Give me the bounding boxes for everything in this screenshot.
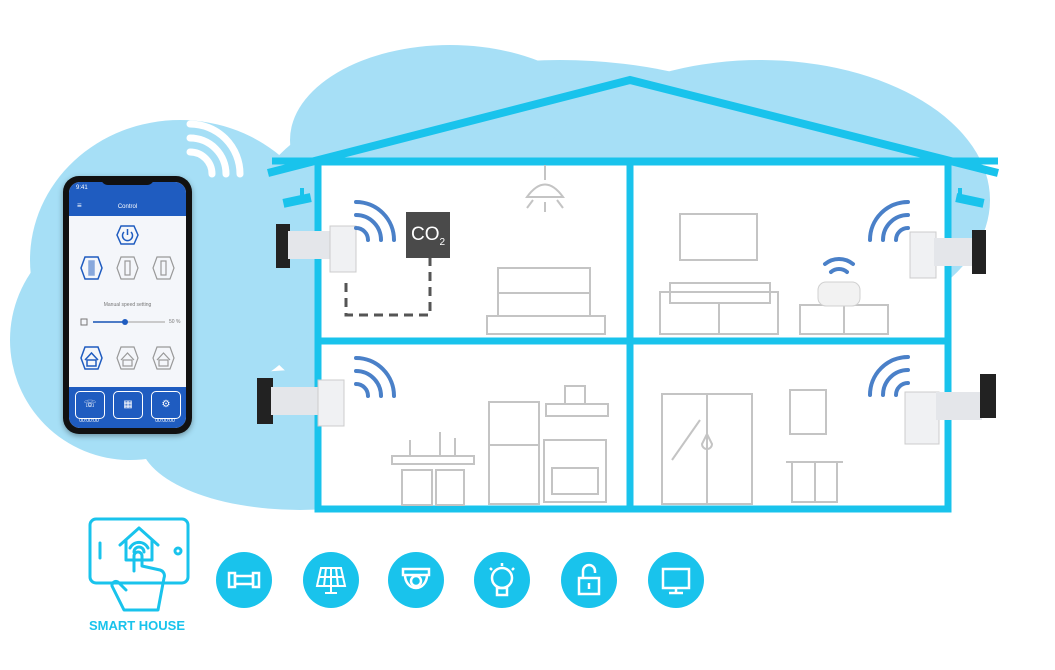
monitor-button (648, 552, 704, 608)
duct-fan-button (216, 552, 272, 608)
timer-button[interactable]: ☏ (75, 391, 105, 419)
ventilator-unit-living-room (909, 230, 986, 279)
smartphone: 9:41 ≡ Control (63, 176, 192, 434)
smart-lock-button (561, 552, 617, 608)
ventilator-unit-bedroom (276, 224, 357, 273)
co2-text: CO (410, 224, 440, 245)
app-header: 9:41 ≡ Control (69, 182, 186, 216)
ventilator-unit-bathroom (904, 374, 996, 445)
manual-speed-checkbox[interactable] (80, 318, 88, 326)
solar-panel-button (303, 552, 359, 608)
schedule-button[interactable]: ⚙ (151, 391, 181, 419)
smart-bulb-button (474, 552, 530, 608)
speed-2-button[interactable] (116, 256, 139, 280)
mode-night-button[interactable] (152, 346, 175, 370)
schedule-time: 00:00:00 (155, 418, 175, 424)
tv-icon (679, 213, 758, 261)
timer-time: 00:00:00 (79, 418, 99, 424)
speed-slider-thumb[interactable] (122, 319, 128, 325)
screen-title: Control (117, 204, 138, 210)
living-room-wifi-icon (868, 200, 910, 242)
co2-sensor: CO2 (406, 212, 450, 258)
status-time: 9:41 (76, 185, 88, 191)
schedule-settings-icon: ⚙ (161, 399, 171, 410)
phone-notch (101, 176, 154, 185)
ventilator-wifi-icons (354, 200, 910, 398)
fridge-icon (488, 401, 540, 505)
speed-1-button[interactable] (80, 256, 103, 280)
living-room (659, 213, 889, 335)
security-camera-button (388, 552, 444, 608)
sink-cabinet-icon (786, 461, 843, 503)
bedroom (486, 165, 606, 335)
mirror-icon (789, 389, 827, 435)
unlocked-padlock-icon (577, 563, 601, 596)
bedroom-wifi-icon (354, 200, 396, 242)
bathroom (661, 389, 843, 505)
bed-icon (486, 267, 606, 335)
wardrobe-icon (661, 393, 753, 505)
wifi-router-icon (817, 256, 861, 307)
kitchen-wifi-icon (354, 356, 396, 398)
calendar-icon: ▦ (123, 399, 133, 410)
co2-sensor-wire (344, 258, 432, 317)
mode-home-button[interactable] (80, 346, 103, 370)
smart-house-label: SMART HOUSE (88, 618, 186, 633)
hamburger-menu-icon[interactable]: ≡ (77, 201, 82, 210)
smart-house-icon (88, 517, 190, 612)
security-camera-right-icon (955, 188, 985, 208)
manual-speed-label: Manual speed setting (103, 302, 152, 308)
app-controls (80, 225, 175, 370)
kitchen (391, 385, 609, 506)
security-camera-icon (401, 567, 431, 590)
dining-table-icon (391, 432, 475, 506)
monitor-icon (661, 567, 691, 595)
phone-timer-icon: ☏ (83, 399, 97, 410)
co2-subscript: 2 (439, 236, 446, 248)
house-outline (267, 75, 999, 513)
speed-3-button[interactable] (152, 256, 175, 280)
ceiling-lamp-icon (525, 165, 565, 212)
ventilator-unit-kitchen (257, 378, 345, 427)
mode-away-button[interactable] (116, 346, 139, 370)
phone-screen: 9:41 ≡ Control (69, 182, 186, 428)
security-camera-left-icon (282, 188, 312, 208)
solar-panel-icon (315, 567, 347, 594)
stove-icon (543, 385, 609, 503)
sofa-icon (659, 282, 779, 335)
app-bottom-bar: ☏ 00:00:00 ▦ ⚙ 00:00:00 (69, 387, 186, 428)
calendar-button[interactable]: ▦ (113, 391, 143, 419)
duct-fan-icon (227, 571, 261, 589)
bathroom-wifi-icon (868, 355, 910, 397)
phone-wifi-icon (186, 120, 244, 178)
smart-bulb-icon (489, 563, 515, 597)
speed-percent: 50 % (169, 319, 181, 325)
power-button[interactable] (116, 225, 139, 245)
